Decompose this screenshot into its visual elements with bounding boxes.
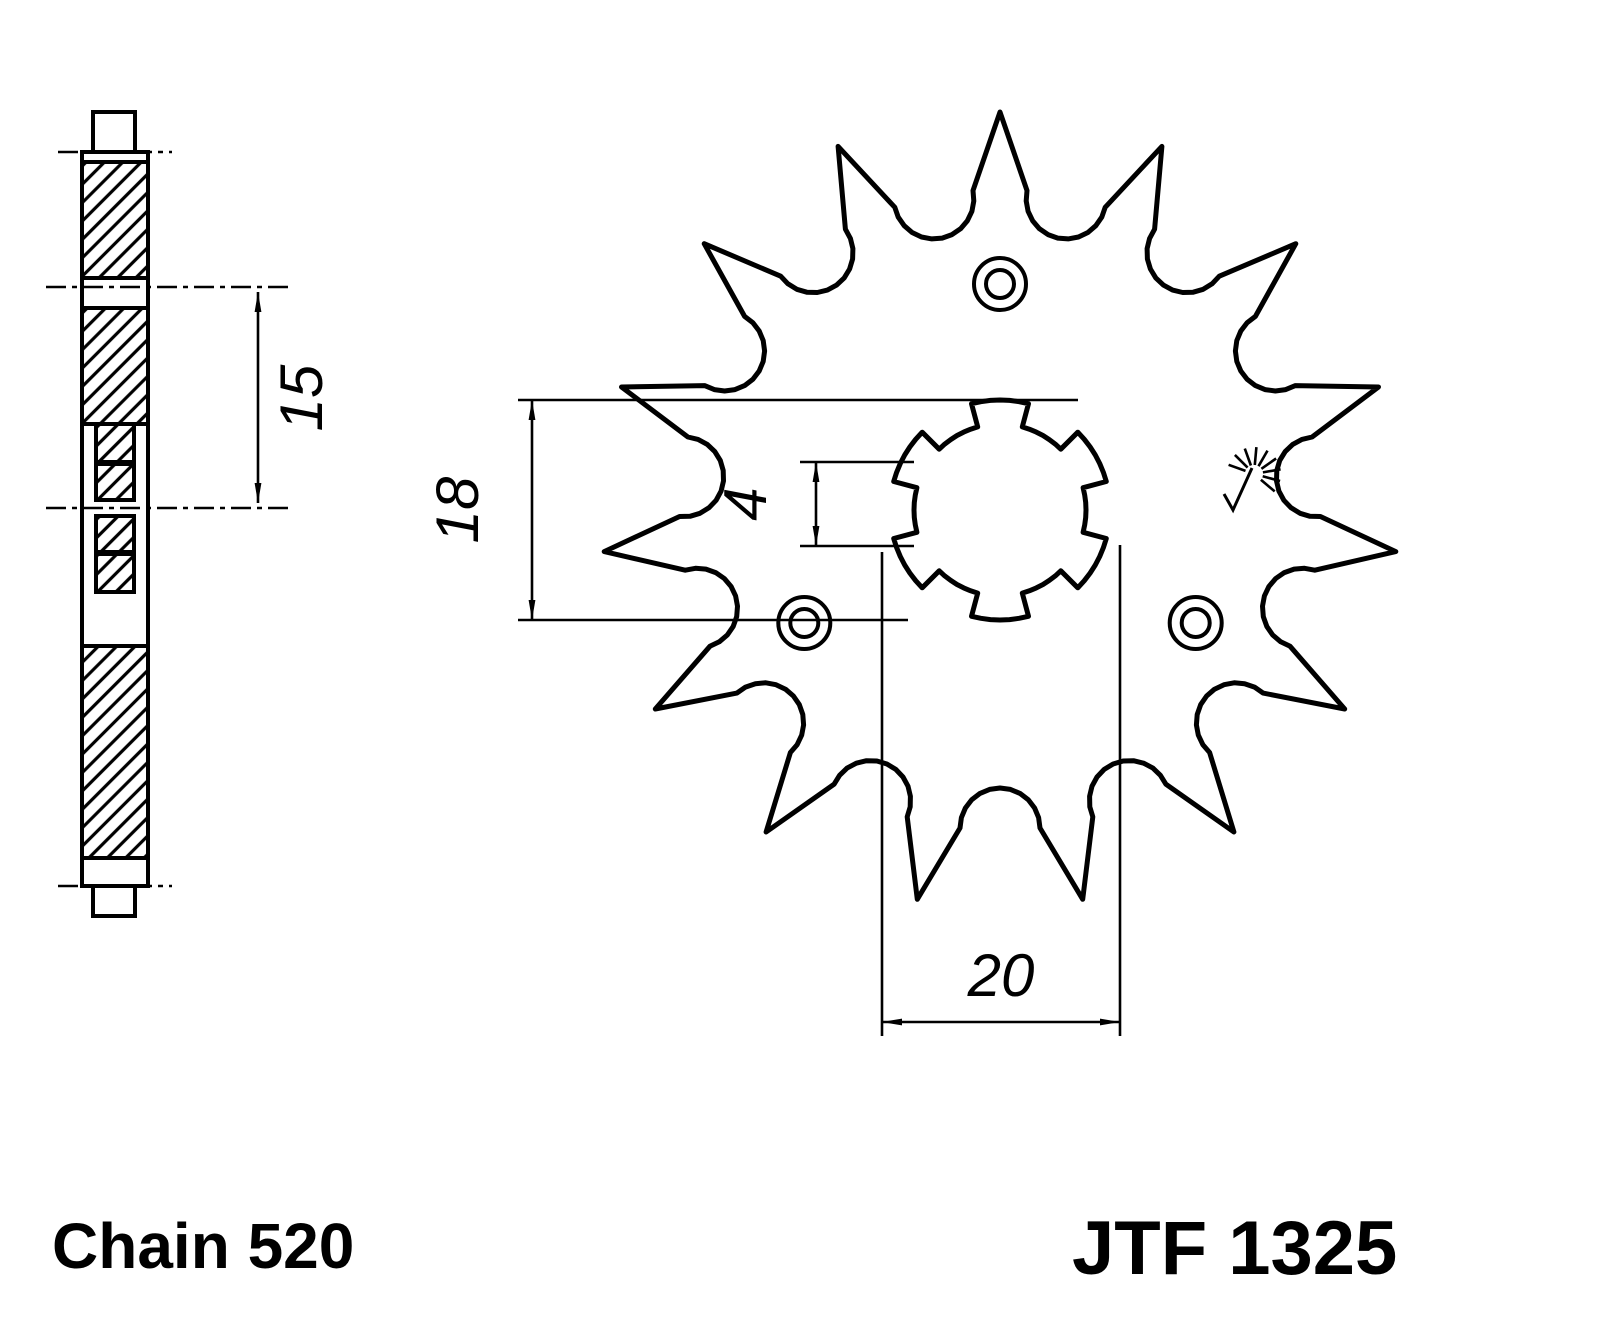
rivet-hole-ring xyxy=(1179,607,1212,639)
hatched-section-upper xyxy=(80,306,150,426)
hatched-hub-block xyxy=(94,552,136,594)
surface-finish-ray xyxy=(1253,446,1258,466)
surface-finish-ray xyxy=(1228,463,1246,473)
surface-finish-ray xyxy=(1262,468,1281,474)
surface-finish-ray xyxy=(1243,448,1253,466)
part-number-label: JTF 1325 xyxy=(1072,1206,1397,1291)
dimension-label-20: 20 xyxy=(967,942,1035,1009)
dimension-label-4: 4 xyxy=(712,487,779,520)
hatched-hub-block xyxy=(94,514,136,554)
surface-finish-ray xyxy=(1233,453,1249,469)
dimension-label-15: 15 xyxy=(268,364,335,431)
hatched-hub-block xyxy=(94,422,136,464)
hub-top-cap xyxy=(91,110,137,154)
surface-finish-check xyxy=(1222,467,1254,514)
surface-finish-ray xyxy=(1262,475,1281,483)
surface-finish-icon xyxy=(1222,446,1281,514)
side-section-view: 15 xyxy=(46,110,335,918)
surface-finish-ray xyxy=(1257,449,1269,467)
hatched-hub-block xyxy=(94,462,136,502)
rivet-hole-ring xyxy=(984,268,1016,300)
rivet-holes xyxy=(776,256,1224,651)
front-view xyxy=(601,109,1399,902)
surface-finish-rays xyxy=(1228,446,1281,493)
dimension-label-18: 18 xyxy=(424,476,491,543)
surface-finish-ray xyxy=(1260,478,1276,493)
spline-bore-outline xyxy=(891,397,1109,623)
surface-finish-ray xyxy=(1260,457,1277,470)
rivet-hole-ring xyxy=(788,607,821,639)
rivet-hole-ring xyxy=(776,595,833,651)
chain-size-label: Chain 520 xyxy=(52,1210,354,1282)
hatched-section-top xyxy=(80,160,150,280)
dimension-annotations: 18 4 20 xyxy=(424,398,1122,1036)
hatched-section-bottom xyxy=(80,644,150,860)
rivet-hole-ring xyxy=(972,256,1028,312)
hub-bottom-cap xyxy=(91,884,137,918)
rivet-hole-ring xyxy=(1167,595,1224,651)
